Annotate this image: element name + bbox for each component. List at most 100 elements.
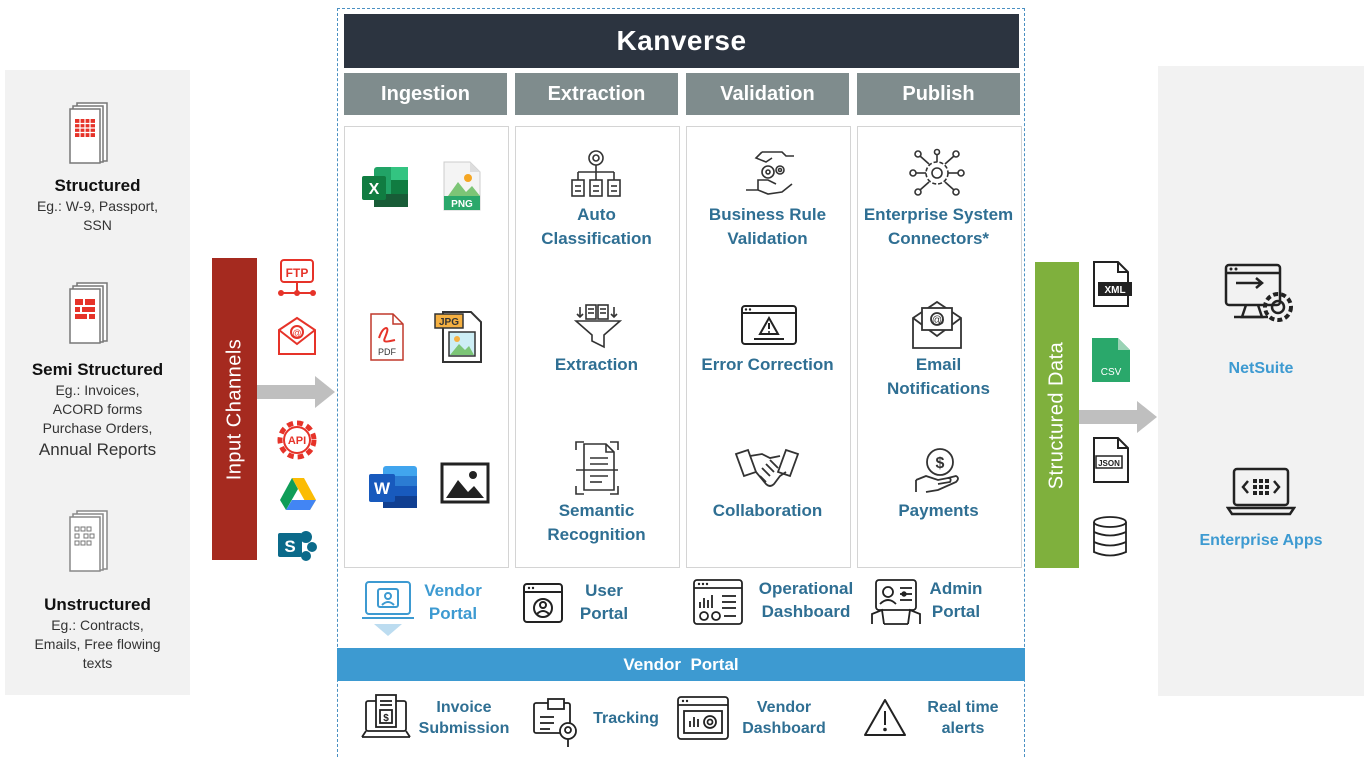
unstructured-desc-3: texts	[82, 655, 113, 671]
enterprise-apps-label: Enterprise Apps	[1199, 532, 1323, 549]
tracking-label[interactable]: Tracking	[593, 710, 659, 727]
enterprise-system-connectors-label: Enterprise System Connectors*	[863, 205, 1014, 248]
ftp-icon: FTP	[278, 259, 316, 296]
vendor-portal-icon[interactable]	[360, 580, 416, 640]
json-file-icon: JSON	[1093, 437, 1129, 483]
csv-file-icon: CSV	[1092, 338, 1130, 382]
unstructured-title: Unstructured	[44, 595, 151, 614]
enterprise-apps-icon	[1226, 467, 1296, 516]
excel-icon: X	[362, 167, 408, 207]
operational-dashboard-icon[interactable]	[692, 578, 744, 626]
vendor-dashboard-label[interactable]: Vendor Dashboard	[742, 699, 826, 737]
business-rule-icon	[746, 151, 794, 195]
extraction-label: Extraction	[554, 355, 639, 374]
auto-classification-icon	[571, 150, 621, 197]
svg-text:JSON: JSON	[1098, 459, 1120, 468]
collaboration-handshake-icon	[734, 448, 800, 487]
svg-text:$: $	[936, 455, 945, 472]
kanverse-title-bar: Kanverse	[344, 14, 1019, 68]
validation-column	[686, 126, 851, 568]
user-portal-icon[interactable]	[522, 582, 564, 624]
xml-file-icon: XML	[1093, 261, 1132, 307]
database-icon	[1093, 516, 1127, 557]
netsuite-label: NetSuite	[1228, 360, 1294, 377]
invoice-submission-label[interactable]: Invoice Submission	[418, 699, 510, 737]
svg-text:PDF: PDF	[378, 347, 397, 357]
error-correction-icon	[741, 305, 797, 345]
google-drive-icon	[280, 478, 316, 510]
structured-data-bar: Structured Data	[1035, 262, 1079, 568]
input-channels-bar: Input Channels	[212, 258, 257, 560]
extraction-funnel-icon	[574, 304, 622, 349]
error-correction-label: Error Correction	[701, 355, 834, 374]
svg-text:W: W	[374, 479, 391, 498]
svg-text:$: $	[383, 713, 389, 724]
svg-text:JPG: JPG	[439, 317, 459, 328]
auto-classification-label: Auto Classification	[541, 205, 652, 248]
email-notifications-icon: @	[912, 300, 962, 349]
stage-header-publish: Publish	[857, 73, 1020, 115]
structured-desc-1: Eg.: W-9, Passport,	[36, 198, 159, 214]
jpg-icon: JPG	[434, 311, 482, 363]
input-channels-label: Input Channels	[223, 338, 246, 480]
operational-dashboard-label[interactable]: Operational Dashboard	[758, 579, 854, 621]
admin-portal-label[interactable]: Admin Portal	[929, 579, 983, 621]
structured-title: Structured	[54, 176, 141, 195]
payments-icon: $	[915, 448, 959, 493]
stage-header-extraction: Extraction	[515, 73, 678, 115]
destinations-panel: NetSuite Enterprise Apps	[1158, 66, 1364, 696]
structured-data-label: Structured Data	[1045, 341, 1068, 489]
vendor-portal-label[interactable]: Vendor Portal	[424, 581, 482, 623]
enterprise-connectors-icon	[909, 148, 965, 196]
tracking-icon[interactable]	[532, 697, 582, 749]
vendor-dashboard-icon[interactable]	[676, 695, 730, 741]
email-icon: @	[278, 316, 316, 355]
collaboration-label: Collaboration	[712, 501, 823, 520]
sharepoint-icon: S	[278, 531, 317, 561]
svg-text:@: @	[292, 328, 301, 338]
unstructured-desc-2: Emails, Free flowing	[34, 636, 161, 652]
image-icon	[440, 462, 490, 504]
business-rule-validation-label: Business Rule Validation	[708, 205, 827, 248]
kanverse-title: Kanverse	[616, 25, 747, 56]
semi-structured-desc-1: Eg.: Invoices,	[55, 382, 140, 398]
input-arrow	[257, 376, 335, 408]
extraction-column	[515, 126, 680, 568]
svg-text:CSV: CSV	[1101, 367, 1122, 378]
svg-text:S: S	[284, 537, 295, 556]
netsuite-icon	[1224, 263, 1293, 322]
semantic-recognition-icon	[575, 441, 619, 495]
semantic-recognition-label: Semantic Recognition	[547, 501, 646, 544]
payments-label: Payments	[898, 501, 979, 520]
stage-header-ingestion: Ingestion	[344, 73, 507, 115]
semi-structured-doc-icon	[69, 282, 108, 344]
unstructured-doc-icon	[69, 510, 108, 572]
email-notifications-label: Email Notifications	[887, 355, 990, 398]
source-documents-panel: Structured Eg.: W-9, Passport, SSN Semi …	[5, 70, 190, 695]
semi-structured-desc-4: Annual Reports	[38, 440, 157, 459]
svg-text:FTP: FTP	[286, 266, 309, 280]
semi-structured-desc-3: Purchase Orders,	[42, 420, 153, 436]
vendor-portal-bar: Vendor Portal	[337, 648, 1025, 681]
png-icon: PNG	[443, 161, 481, 211]
admin-portal-icon[interactable]	[870, 578, 922, 628]
semi-structured-title: Semi Structured	[31, 360, 164, 379]
word-icon: W	[369, 466, 417, 508]
publish-column	[857, 126, 1022, 568]
svg-text:X: X	[369, 181, 380, 198]
svg-text:PNG: PNG	[451, 199, 473, 210]
stage-header-validation: Validation	[686, 73, 849, 115]
svg-text:XML: XML	[1104, 285, 1125, 296]
user-portal-label[interactable]: User Portal	[579, 581, 629, 623]
structured-desc-2: SSN	[83, 217, 112, 233]
invoice-submission-icon[interactable]: $	[360, 693, 412, 745]
unstructured-desc-1: Eg.: Contracts,	[51, 617, 144, 633]
kanverse-platform-container	[337, 8, 1025, 757]
structured-doc-icon	[69, 102, 108, 164]
semi-structured-desc-2: ACORD forms	[52, 401, 143, 417]
real-time-alerts-label[interactable]: Real time alerts	[927, 699, 999, 737]
real-time-alerts-icon[interactable]	[862, 697, 908, 739]
svg-text:@: @	[932, 315, 942, 326]
svg-text:API: API	[288, 435, 306, 447]
pdf-icon: PDF	[370, 313, 404, 361]
